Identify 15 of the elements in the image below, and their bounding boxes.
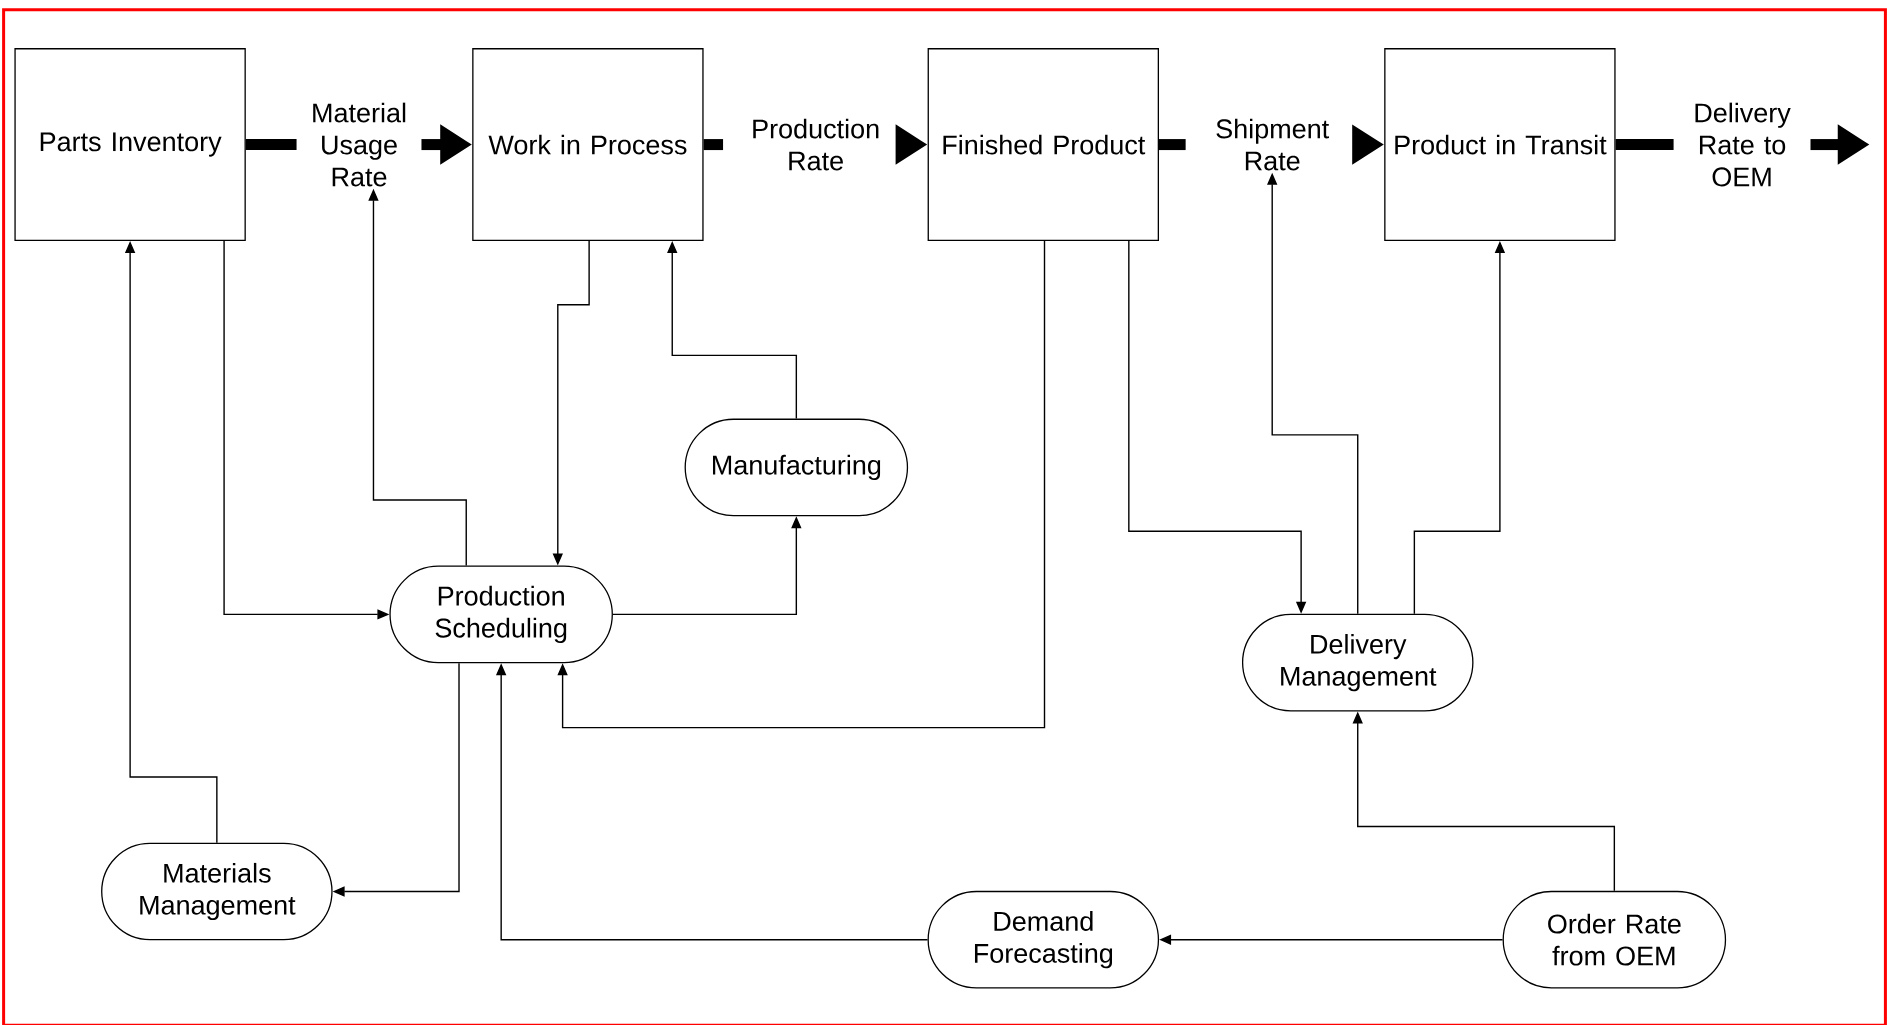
rate-label: Delivery Rate to OEM <box>1695 102 1791 187</box>
process-pill: Production Scheduling <box>389 565 613 664</box>
process-pill: Order Rate from OEM <box>1502 890 1727 989</box>
rate-label: Production Rate <box>753 118 879 171</box>
stock-box: Finished Product <box>927 48 1159 241</box>
stock-box: Parts Inventory <box>14 48 246 241</box>
process-pill: Manufacturing <box>684 418 909 517</box>
rate-label: Material Usage Rate <box>313 102 406 187</box>
rate-label: Shipment Rate <box>1216 118 1329 171</box>
process-pill: Materials Management <box>101 842 333 941</box>
arrow <box>557 240 1046 729</box>
process-pill: Delivery Management <box>1241 613 1474 712</box>
process-pill: Demand Forecasting <box>927 890 1160 989</box>
stock-box: Product in Transit <box>1384 48 1616 241</box>
stock-box: Work in Process <box>472 48 704 241</box>
